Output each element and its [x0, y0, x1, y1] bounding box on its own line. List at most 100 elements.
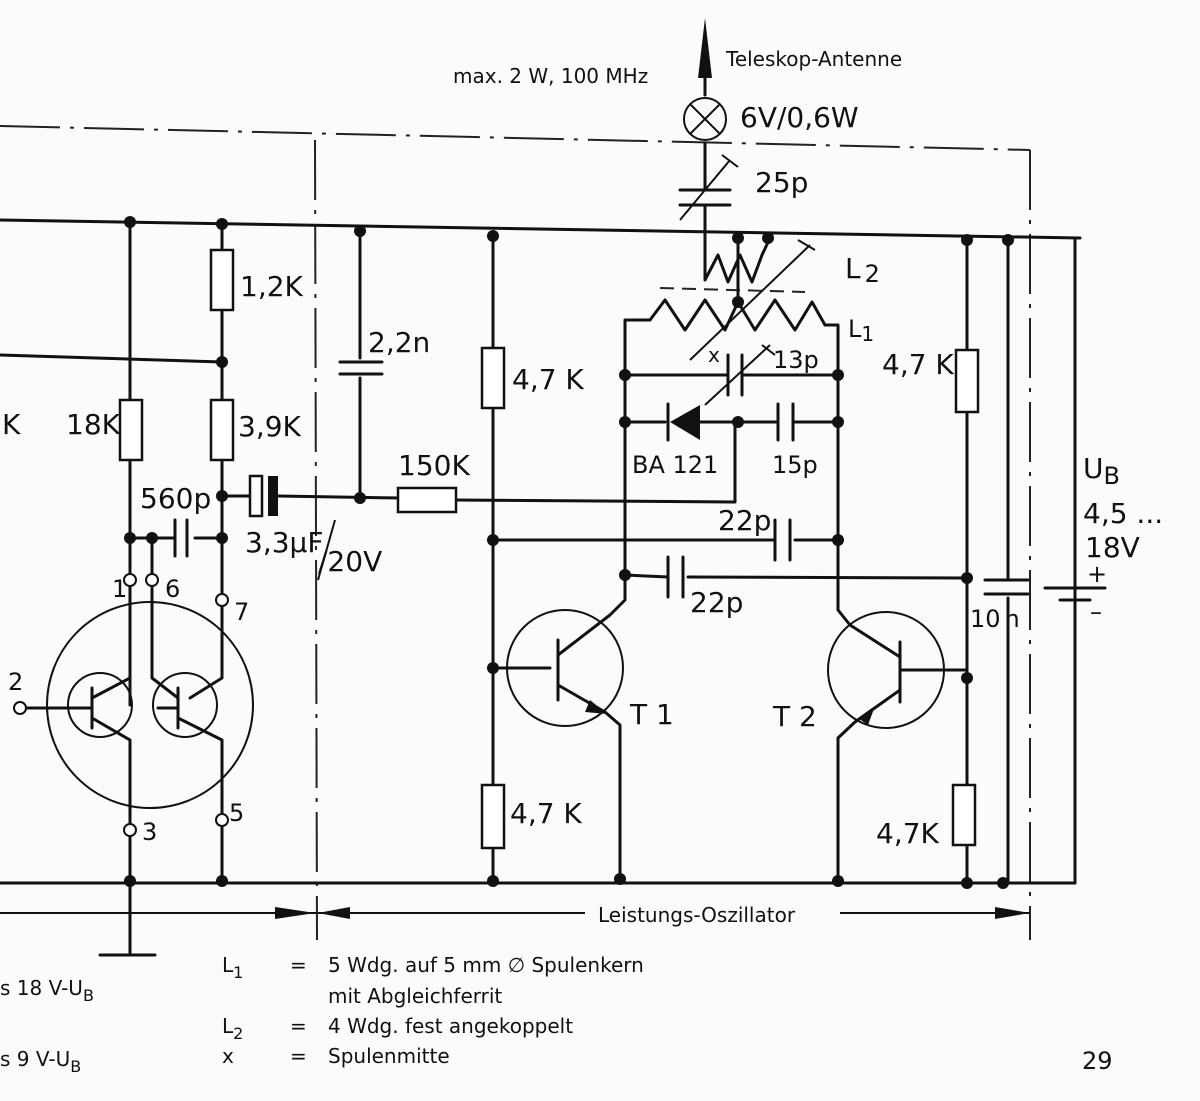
ic-transistor-left [67, 672, 133, 738]
transistor-t1-leads [556, 573, 627, 885]
ic-left-transistor-leads [18, 578, 132, 832]
cap-2-2n-label: 2,2n [368, 326, 430, 359]
capacitor-22p-lower [666, 555, 685, 599]
boundary-top [0, 125, 1031, 151]
battery-icon [1043, 586, 1107, 602]
ic-pin-2 [13, 701, 27, 715]
legend-sym-1: L1 [222, 953, 243, 982]
ic-pin-2-label: 2 [8, 668, 23, 696]
capacitor-13p [726, 353, 744, 397]
legend-eq-3: = [290, 1014, 307, 1038]
diode-ba121 [670, 405, 700, 440]
resistor-left-label: K [2, 408, 21, 441]
resistor-1-2k [209, 248, 235, 312]
page-number: 29 [1082, 1047, 1113, 1075]
ic-pin-3 [123, 823, 137, 837]
resistor-3-9k [209, 398, 235, 462]
antenna-label: Teleskop-Antenne [725, 47, 902, 71]
section-label: Leistungs-Oszillator [598, 903, 796, 927]
arrow-left-a [275, 907, 315, 919]
t2-emitter-arrow [858, 706, 875, 725]
legend-eq-4: = [290, 1044, 307, 1068]
wire-150k-right [453, 420, 737, 504]
t1-label: T 1 [629, 698, 674, 731]
capacitor-2-2n [338, 360, 384, 376]
ic-transistor-right [152, 672, 218, 738]
cap-25p-label: 25p [755, 166, 808, 199]
elko-voltage-slash [317, 519, 336, 581]
arrow-right-a [318, 907, 350, 919]
cap-elko-label: 3,3µF [245, 526, 323, 559]
lamp-label: 6V/0,6W [740, 101, 859, 134]
cap-13p-label: 13p [773, 346, 819, 374]
resistor-t1-top [480, 346, 506, 410]
capacitor-elko-neg [268, 476, 278, 516]
legend-text-4: Spulenmitte [328, 1044, 450, 1068]
capacitor-22p-upper [773, 518, 792, 562]
inductor-l1-label: L1 [848, 315, 874, 346]
legend: L1 = 5 Wdg. auf 5 mm ∅ Spulenkern mit Ab… [222, 953, 644, 1068]
junction-dots [124, 216, 1014, 889]
resistor-1-2k-label: 1,2K [240, 270, 304, 303]
top-rail [0, 218, 1082, 240]
power-label: max. 2 W, 100 MHz [453, 64, 648, 88]
capacitor-13p-trim [704, 344, 776, 406]
ic-pin-1-label: 1 [112, 575, 127, 603]
lamp-cross [689, 103, 721, 135]
ic-pin-7-label: 7 [234, 598, 249, 626]
resistor-t2-bottom [951, 783, 977, 847]
cap-15p-label: 15p [772, 451, 818, 479]
legend-eq-1: = [290, 953, 307, 977]
supply-range-2: 18V [1085, 531, 1140, 564]
resistor-t2-top [954, 348, 980, 414]
capacitor-25p [678, 188, 732, 207]
cap-22p-upper-label: 22p [718, 504, 771, 537]
resistor-18k-label: 18K [66, 408, 121, 441]
resistor-3-9k-label: 3,9K [238, 410, 302, 443]
wire-left-mid [0, 353, 224, 364]
left-note-2: s 9 V-UB [0, 1047, 81, 1076]
battery-minus: – [1090, 598, 1102, 626]
supply-range-1: 4,5 ... [1083, 497, 1163, 530]
t1-emitter-arrow [585, 700, 607, 714]
boundary-left [314, 139, 318, 941]
supply-label: UB [1083, 452, 1120, 490]
legend-sym-3: L2 [222, 1014, 243, 1043]
diode-label: BA 121 [632, 451, 718, 479]
arrow-right-b [995, 907, 1030, 919]
capacitor-elko-plate [248, 474, 264, 518]
legend-text-3: 4 Wdg. fest angekoppelt [328, 1014, 573, 1038]
cap-22p-lower-label: 22p [690, 586, 743, 619]
resistor-150k-label: 150K [398, 449, 470, 482]
legend-sym-4: x [222, 1044, 234, 1068]
ic-package [46, 601, 254, 809]
resistor-18k [118, 398, 144, 462]
lamp-icon [683, 97, 727, 141]
inductor-center-mark: x [708, 343, 720, 367]
resistor-t2-bottom-label: 4,7K [876, 817, 940, 850]
capacitor-560p [173, 518, 189, 558]
transistor-t1 [506, 609, 624, 727]
ic-pin-3-label: 3 [142, 818, 157, 846]
ic-right-transistor-leads [150, 578, 224, 822]
capacitor-25p-trim [679, 154, 739, 221]
cap-560p-label: 560p [140, 482, 211, 515]
t2-label: T 2 [772, 700, 817, 733]
resistor-150k [396, 486, 458, 514]
left-note-1: s 18 V-UB [0, 976, 94, 1005]
resistor-t1-bottom [480, 783, 506, 850]
ic-pin-7 [215, 593, 229, 607]
transistor-t2-leads [836, 538, 967, 885]
antenna-icon [698, 18, 712, 78]
ground-lead [98, 828, 157, 957]
ic-pin-1 [123, 573, 137, 587]
ic-pin-5 [215, 813, 229, 827]
ic-pin-6 [145, 573, 159, 587]
ic-pin-6-label: 6 [165, 575, 180, 603]
capacitor-10n [983, 578, 1030, 596]
legend-text-1: 5 Wdg. auf 5 mm ∅ Spulenkern [328, 953, 644, 977]
capacitor-15p [776, 402, 795, 442]
inductor-tuning-arrow [689, 239, 816, 361]
